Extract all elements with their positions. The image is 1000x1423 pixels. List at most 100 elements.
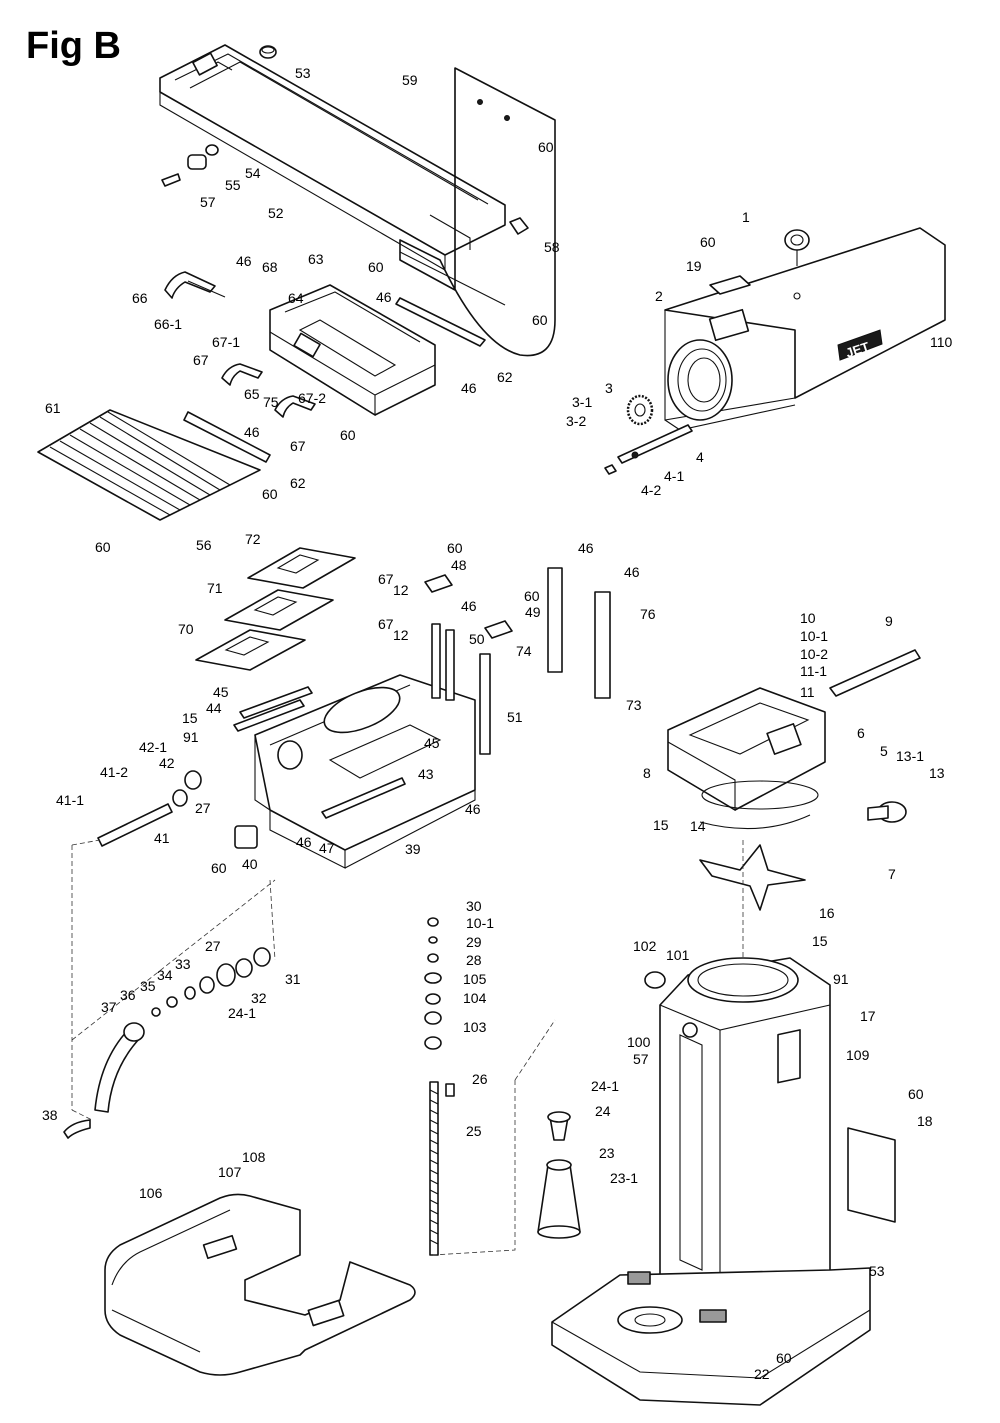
part-label-2: 2 [655, 288, 663, 304]
part-label-46: 46 [624, 564, 640, 580]
part-label-13: 13 [929, 765, 945, 781]
part-label-64: 64 [288, 290, 304, 306]
saddle-part-63 [269, 284, 436, 416]
part-label-72: 72 [245, 531, 261, 547]
part-label-53: 53 [295, 65, 311, 81]
part-label-13-1: 13-1 [896, 748, 924, 764]
machine-base-22 [551, 1267, 871, 1406]
gear-3 [626, 394, 654, 426]
screw-stack-26-30 [424, 917, 455, 1097]
part-label-17: 17 [860, 1008, 876, 1024]
part-label-60: 60 [524, 588, 540, 604]
head-housing-2: JET [664, 227, 946, 431]
way-cover-61 [37, 409, 261, 521]
part-label-23-1: 23-1 [610, 1170, 638, 1186]
gib-62-lower [183, 411, 271, 463]
part-label-31: 31 [285, 971, 301, 987]
part-label-60: 60 [340, 427, 356, 443]
part-label-41-1: 41-1 [56, 792, 84, 808]
part-label-3: 3 [605, 380, 613, 396]
gib-44 [233, 699, 305, 732]
part-label-59: 59 [402, 72, 418, 88]
part-label-55: 55 [225, 177, 241, 193]
part-label-11: 11 [800, 684, 815, 700]
part-label-42: 42 [159, 755, 175, 771]
part-label-32: 32 [251, 990, 267, 1006]
part-label-106: 106 [139, 1185, 163, 1201]
part-label-60: 60 [700, 234, 716, 250]
part-label-76: 76 [640, 606, 656, 622]
part-label-46: 46 [461, 598, 477, 614]
gib-9 [829, 649, 921, 697]
part-label-45: 45 [213, 684, 229, 700]
part-label-60: 60 [538, 139, 554, 155]
part-label-66-1: 66-1 [154, 316, 182, 332]
screw-housing-23 [537, 1159, 581, 1239]
part-label-49: 49 [525, 604, 541, 620]
wiper-71 [224, 589, 334, 631]
gib-50 [431, 623, 455, 701]
part-label-6: 6 [857, 725, 865, 741]
bracket-49 [484, 620, 513, 639]
part-label-4-2: 4-2 [641, 482, 661, 498]
part-label-15: 15 [182, 710, 198, 726]
part-label-103: 103 [463, 1019, 487, 1035]
shaft-4 [604, 424, 693, 475]
part-label-67: 67 [378, 571, 394, 587]
part-label-60: 60 [532, 312, 548, 328]
part-label-67: 67 [378, 616, 394, 632]
part-label-50: 50 [469, 631, 485, 647]
part-label-3-2: 3-2 [566, 413, 586, 429]
part-label-45: 45 [424, 735, 440, 751]
part-label-46: 46 [244, 424, 260, 440]
part-label-15: 15 [653, 817, 669, 833]
swivel-base-8 [667, 687, 826, 811]
part-label-56: 56 [196, 537, 212, 553]
jet-logo: JET [844, 339, 871, 361]
part-label-65: 65 [244, 386, 260, 402]
part-label-104: 104 [463, 990, 487, 1006]
figure-title: Fig B [26, 25, 121, 67]
part-label-38: 38 [42, 1107, 58, 1123]
part-label-42-1: 42-1 [139, 739, 167, 755]
part-label-54: 54 [245, 165, 261, 181]
part-label-67-2: 67-2 [298, 390, 326, 406]
part-label-63: 63 [308, 251, 324, 267]
part-label-101: 101 [666, 947, 690, 963]
part-label-7: 7 [888, 866, 896, 882]
part-label-66: 66 [132, 290, 148, 306]
part-label-102: 102 [633, 938, 657, 954]
part-label-18: 18 [917, 1113, 933, 1129]
ring-14 [699, 814, 811, 830]
part-label-33: 33 [175, 956, 191, 972]
part-label-46: 46 [296, 834, 312, 850]
part-label-47: 47 [319, 840, 335, 856]
part-label-30: 30 [466, 898, 482, 914]
leadscrew-41 [97, 770, 202, 847]
part-label-68: 68 [262, 259, 278, 275]
part-label-27: 27 [195, 800, 211, 816]
lock-handle-67-lower [274, 395, 316, 418]
part-label-100: 100 [627, 1034, 651, 1050]
part-label-24-1: 24-1 [228, 1005, 256, 1021]
wiper-70 [195, 629, 306, 671]
label-plate-19 [709, 275, 751, 295]
part-label-11-1: 11-1 [800, 663, 827, 679]
part-label-62: 62 [497, 369, 513, 385]
part-label-67-1: 67-1 [212, 334, 240, 350]
part-label-71: 71 [207, 580, 223, 596]
part-label-24-1: 24-1 [591, 1078, 619, 1094]
part-label-108: 108 [242, 1149, 266, 1165]
table-part-52 [159, 44, 506, 271]
knee-casting-39 [254, 674, 476, 869]
part-label-46: 46 [578, 540, 594, 556]
part-label-67: 67 [193, 352, 209, 368]
part-label-28: 28 [466, 952, 482, 968]
part-label-26: 26 [472, 1071, 488, 1087]
part-label-46: 46 [461, 380, 477, 396]
part-label-1: 1 [742, 209, 750, 225]
part-label-58: 58 [544, 239, 560, 255]
part-label-41: 41 [154, 830, 170, 846]
